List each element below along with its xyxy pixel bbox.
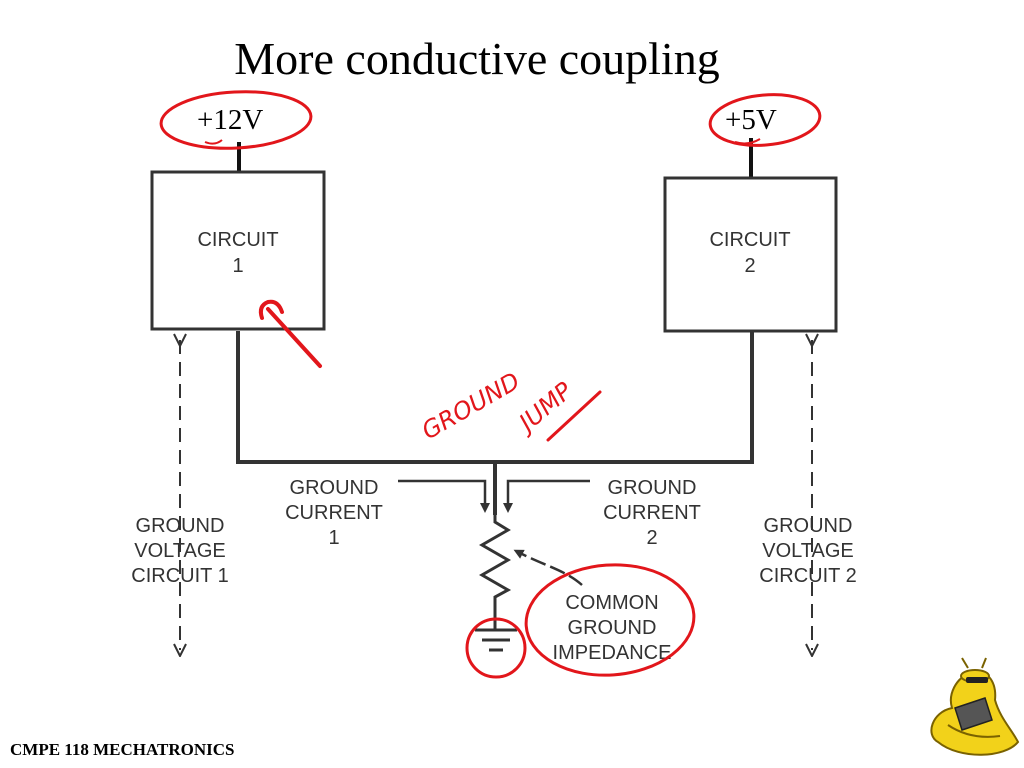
annotation-ground-text: GROUND: [417, 367, 525, 445]
common-ground-impedance-label: COMMON GROUND IMPEDANCE: [553, 592, 672, 664]
highlight-circle-ground: [465, 617, 527, 679]
ground-current-2-label: GROUND CURRENT 2: [603, 477, 701, 549]
svg-text:GROUND: GROUND: [290, 477, 379, 499]
svg-text:GROUND: GROUND: [568, 617, 657, 639]
ground-symbol-icon: [475, 628, 517, 652]
svg-text:IMPEDANCE: IMPEDANCE: [553, 642, 672, 664]
supply-voltage-left: +12V: [197, 104, 264, 136]
annotation-underline: [546, 390, 602, 442]
ground-voltage-circuit-1-label: GROUND VOLTAGE CIRCUIT 1: [131, 515, 228, 587]
svg-text:VOLTAGE: VOLTAGE: [762, 540, 854, 562]
svg-text:CIRCUIT 2: CIRCUIT 2: [759, 565, 856, 587]
circuit-1-label: CIRCUIT: [197, 229, 278, 251]
impedance-pointer-arrow: [513, 549, 583, 586]
svg-text:CIRCUIT 1: CIRCUIT 1: [131, 565, 228, 587]
svg-text:GROUND: GROUND: [764, 515, 853, 537]
svg-text:2: 2: [646, 527, 657, 549]
ground-current-2-arrow: [503, 479, 590, 513]
supply-voltage-right: +5V: [725, 104, 777, 136]
svg-text:CURRENT: CURRENT: [285, 502, 383, 524]
highlight-circle-12v: [159, 90, 313, 150]
svg-text:1: 1: [328, 527, 339, 549]
svg-text:GROUND: GROUND: [608, 477, 697, 499]
ground-current-1-label: GROUND CURRENT 1: [285, 477, 383, 549]
slide-title: More conductive coupling: [234, 33, 720, 84]
svg-text:GROUND: GROUND: [136, 515, 225, 537]
circuit-2-number: 2: [744, 255, 755, 277]
circuit-2-label: CIRCUIT: [709, 229, 790, 251]
annotation-tick-12v: [204, 139, 223, 145]
svg-text:COMMON: COMMON: [565, 592, 658, 614]
circuit-1-number: 1: [232, 255, 243, 277]
ground-voltage-circuit-2-label: GROUND VOLTAGE CIRCUIT 2: [759, 515, 856, 587]
banana-slug-mascot-icon: [930, 657, 1020, 756]
svg-text:VOLTAGE: VOLTAGE: [134, 540, 226, 562]
svg-text:CURRENT: CURRENT: [603, 502, 701, 524]
highlight-circle-impedance: [524, 563, 696, 677]
resistor-icon: [478, 515, 512, 630]
red-pointer-arrow: [258, 299, 322, 368]
footer-course-label: CMPE 118 MECHATRONICS: [10, 740, 235, 759]
circuit-1-box: [150, 170, 326, 331]
ground-current-1-arrow: [398, 479, 490, 513]
highlight-circle-5v: [708, 93, 822, 147]
annotation-tick-5v: [734, 138, 761, 145]
